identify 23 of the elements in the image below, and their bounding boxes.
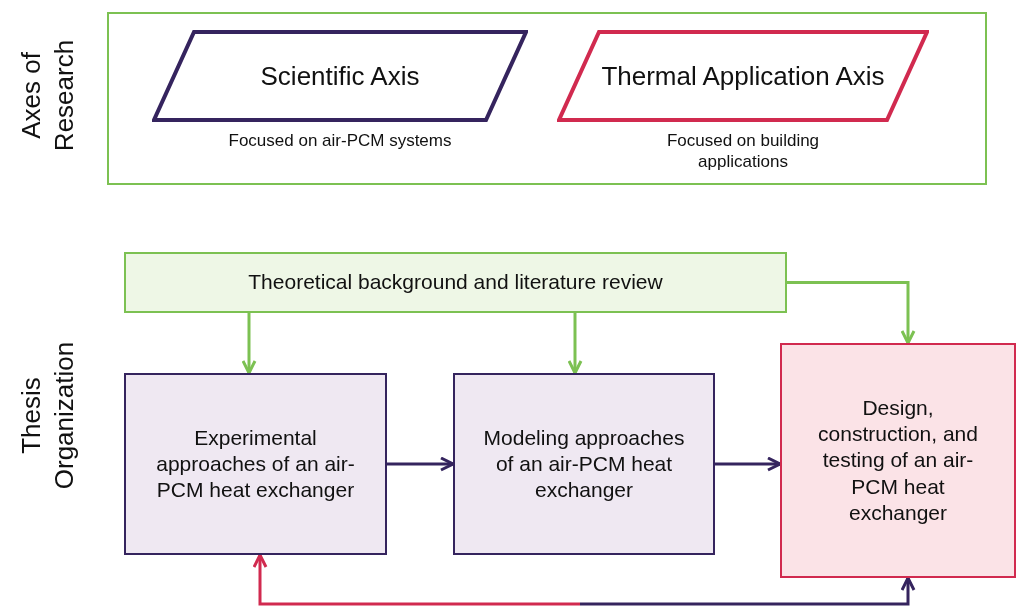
row-label: Thesis Organization [14, 340, 79, 492]
process-box [124, 373, 387, 555]
node-text: Modeling approaches of an air-PCM heat exchanger [483, 424, 685, 504]
row-label: Axes of Research [14, 38, 79, 154]
arrow [387, 456, 455, 472]
arrow [252, 553, 916, 606]
axis-parallelogram [557, 30, 929, 122]
process-box [780, 343, 1016, 578]
axis-parallelogram [152, 30, 528, 122]
node-text: Theoretical background and literature review [248, 269, 663, 296]
process-box [453, 373, 715, 555]
node-text: Scientific Axis [260, 59, 420, 93]
arrow [567, 313, 583, 375]
arrow [715, 456, 782, 472]
arrow [787, 281, 916, 345]
node-text: Thermal Application Axis [601, 59, 885, 93]
node-text: Experimental approaches of an air-PCM heat exchanger [155, 424, 356, 504]
caption-text: Focused on building applications [665, 130, 821, 173]
caption-text: Focused on air-PCM systems [227, 130, 453, 152]
node-text: Design, construction, and testing of an air-PCM heat exchanger [817, 394, 979, 526]
arrow [241, 313, 257, 375]
process-box [124, 252, 787, 313]
group-frame [107, 12, 987, 185]
